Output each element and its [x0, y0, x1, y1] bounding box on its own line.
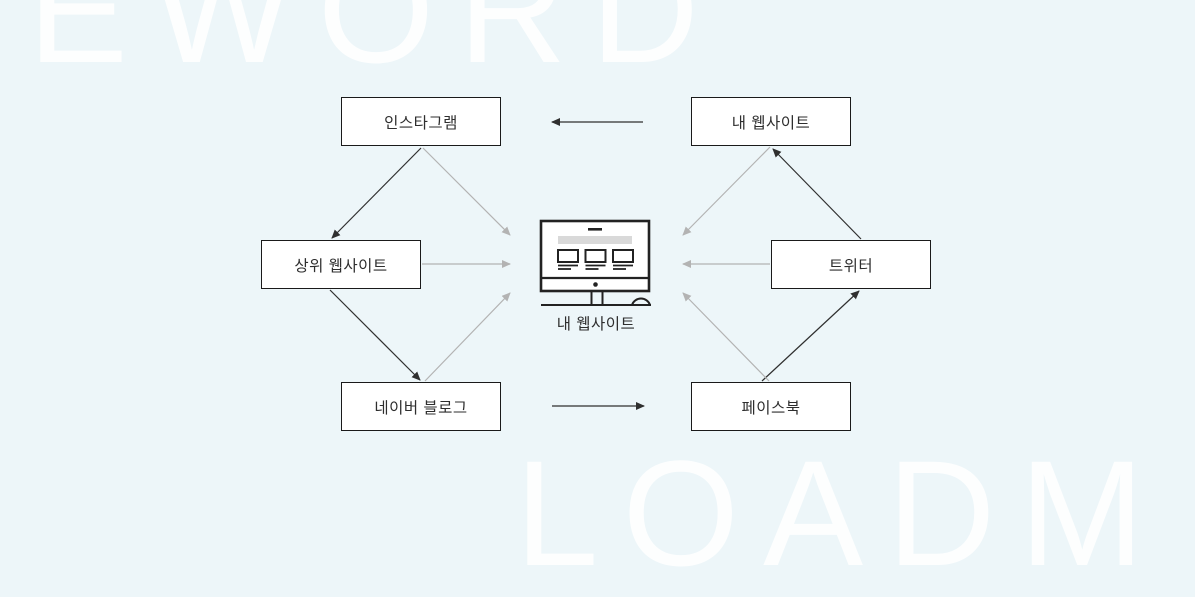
mouse-icon [631, 297, 651, 306]
arrow-facebook-to-center [682, 292, 770, 382]
node-my-website-label: 내 웹사이트 [731, 114, 811, 132]
node-naver-blog: 네이버 블로그 [341, 382, 501, 431]
node-twitter: 트위터 [771, 240, 931, 289]
arrows-layer [329, 118, 862, 410]
node-my-website: 내 웹사이트 [691, 97, 851, 146]
node-instagram: 인스타그램 [341, 97, 501, 146]
node-parent-website-label: 상위 웹사이트 [294, 257, 388, 275]
node-facebook-label: 페이스북 [741, 399, 801, 417]
desktop-monitor-icon [539, 219, 651, 306]
arrow-instagram-to-parent-website [331, 147, 422, 239]
arrow-facebook-to-twitter [761, 290, 860, 382]
arrow-mywebsite-to-center [682, 146, 771, 236]
node-naver-blog-label: 네이버 블로그 [374, 399, 468, 417]
page-banner [558, 236, 632, 244]
monitor-screen [539, 219, 651, 293]
arrow-twitter-to-mywebsite [772, 148, 862, 240]
page-topbar [588, 228, 602, 231]
arrow-naver-blog-to-center [424, 292, 511, 382]
diagram-page: { "background": { "color": "#edf6f9", "w… [28, 0, 1145, 588]
arrow-parent-website-to-naver-blog [329, 289, 421, 381]
node-parent-website: 상위 웹사이트 [261, 240, 421, 289]
arrow-instagram-to-center [422, 147, 511, 236]
node-twitter-label: 트위터 [828, 257, 874, 275]
node-instagram-label: 인스타그램 [384, 114, 458, 132]
monitor-stand [590, 291, 604, 305]
node-facebook: 페이스북 [691, 382, 851, 431]
page-cards [557, 249, 634, 270]
center-monitor-label: 내 웹사이트 [556, 316, 636, 333]
monitor-dot [593, 282, 598, 287]
